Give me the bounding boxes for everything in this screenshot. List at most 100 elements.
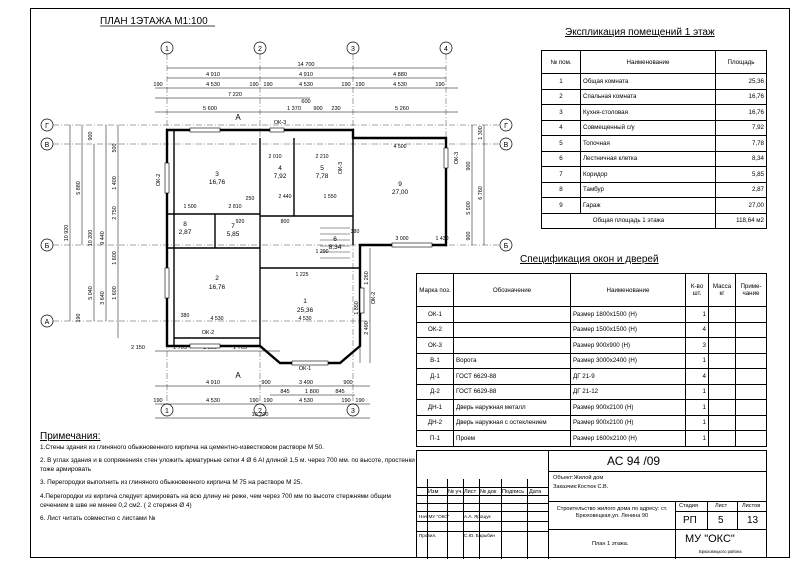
- svg-text:1 500: 1 500: [184, 204, 197, 210]
- svg-text:3 000: 3 000: [396, 236, 409, 242]
- room-1-area: 25,36: [297, 307, 314, 314]
- svg-text:1: 1: [165, 408, 169, 415]
- svg-text:14 700: 14 700: [297, 62, 314, 68]
- note-3: 3. Перегородки выполнить из глиняного об…: [40, 479, 303, 487]
- axis-1-top: 1: [165, 46, 169, 53]
- staircase: [320, 227, 350, 259]
- svg-text:1 370: 1 370: [287, 106, 301, 112]
- room-2-num: 2: [215, 275, 219, 282]
- svg-text:ОК-2: ОК-2: [156, 174, 162, 187]
- svg-text:5 500: 5 500: [466, 201, 472, 215]
- room-4-num: 4: [278, 165, 282, 172]
- svg-text:2 750: 2 750: [112, 206, 118, 220]
- org-name: МУ "ОКС": [685, 533, 735, 545]
- svg-text:1 800: 1 800: [305, 389, 319, 395]
- svg-text:900: 900: [466, 162, 472, 171]
- room-1-num: 1: [303, 298, 307, 305]
- svg-text:4 910: 4 910: [206, 72, 220, 78]
- svg-text:2 150: 2 150: [131, 345, 145, 351]
- svg-text:800: 800: [281, 219, 290, 225]
- svg-text:Г: Г: [45, 123, 49, 130]
- svg-text:4 530: 4 530: [299, 316, 312, 322]
- svg-text:3: 3: [351, 408, 355, 415]
- sheet-frame: [30, 8, 790, 558]
- svg-text:900: 900: [343, 380, 352, 386]
- svg-text:ОК-3: ОК-3: [338, 162, 344, 175]
- svg-text:190: 190: [355, 82, 364, 88]
- svg-text:4 880: 4 880: [393, 72, 407, 78]
- svg-text:10 920: 10 920: [64, 225, 70, 242]
- dimension-lines-bottom: [155, 350, 370, 419]
- svg-text:В: В: [504, 142, 509, 149]
- svg-text:5 600: 5 600: [203, 106, 217, 112]
- svg-text:4 530: 4 530: [211, 316, 224, 322]
- svg-text:5 260: 5 260: [395, 106, 409, 112]
- svg-text:190: 190: [435, 82, 444, 88]
- svg-text:190: 190: [249, 398, 258, 404]
- svg-text:190: 190: [76, 314, 82, 323]
- stamp-code: АС 94 /09: [607, 454, 661, 468]
- notes: Примечания: 1.Стены здания из глиняного …: [40, 431, 420, 529]
- note-2: 2. В углах здания и в сопряжениях стен у…: [40, 457, 415, 473]
- svg-text:А: А: [235, 371, 241, 380]
- floor-plan: ПЛАН 1ЭТАЖА М1:100 1 2 3 4 1 2 3 Г В Б А…: [40, 16, 513, 419]
- dimension-text-top: 14 700 4 910 4 910 4 880 190 4 530 190 1…: [153, 62, 444, 112]
- dimension-text-bottom: 2 150 1 705 1 500 1 705 4 910 900 3 490 …: [131, 345, 365, 418]
- svg-text:ОК-3: ОК-3: [274, 120, 287, 126]
- svg-text:1 600: 1 600: [112, 251, 118, 265]
- axis-3-top: 3: [351, 46, 355, 53]
- room-labels: 3 16,76 2 16,76 1 25,36 4 7,92 5 7,78 6 …: [179, 165, 409, 314]
- svg-text:1 300: 1 300: [478, 126, 484, 140]
- svg-text:2 210: 2 210: [316, 154, 329, 160]
- svg-text:1 705: 1 705: [233, 345, 247, 351]
- table-header: № пом. Наименование Площадь: [541, 50, 767, 74]
- room-6-area: 8,34: [329, 244, 342, 251]
- axis-markers-top: 1 2 3 4: [160, 41, 453, 55]
- svg-text:1 600: 1 600: [112, 286, 118, 300]
- room-8-area: 2,87: [179, 229, 192, 236]
- svg-text:900: 900: [313, 106, 322, 112]
- svg-text:190: 190: [263, 82, 272, 88]
- svg-text:4 530: 4 530: [299, 82, 313, 88]
- room-9-area: 27,00: [392, 189, 409, 196]
- note-1: 1.Стены здания из глиняного обыкновенног…: [40, 443, 324, 451]
- svg-text:2: 2: [258, 408, 262, 415]
- room-5-num: 5: [320, 165, 324, 172]
- svg-text:1 260: 1 260: [364, 271, 370, 285]
- room-2-area: 16,76: [209, 284, 226, 291]
- dimension-text-left: 10 920 5 880 10 200 9 440 3 640 500 1 40…: [64, 132, 118, 323]
- svg-text:2 010: 2 010: [269, 154, 282, 160]
- svg-text:380: 380: [351, 229, 360, 235]
- notes-heading: Примечания:: [40, 431, 101, 442]
- svg-text:190: 190: [341, 82, 350, 88]
- room-7-area: 5,85: [227, 231, 240, 238]
- room-8-num: 8: [183, 221, 187, 228]
- svg-text:9 440: 9 440: [100, 231, 106, 245]
- svg-text:900: 900: [88, 132, 94, 141]
- svg-text:3 490: 3 490: [299, 380, 313, 386]
- svg-text:190: 190: [355, 398, 364, 404]
- svg-text:2 490: 2 490: [364, 321, 370, 335]
- svg-text:ОК-3: ОК-3: [454, 152, 460, 165]
- svg-text:190: 190: [249, 82, 258, 88]
- svg-text:Б: Б: [504, 243, 509, 250]
- svg-text:845: 845: [335, 389, 344, 395]
- svg-text:1 705: 1 705: [173, 345, 187, 351]
- svg-text:920: 920: [236, 219, 245, 225]
- note-4: 4.Перегородки из кирпича следует армиров…: [40, 492, 391, 509]
- room-6-num: 6: [333, 236, 337, 243]
- svg-text:250: 250: [246, 196, 255, 202]
- svg-text:4 530: 4 530: [393, 82, 407, 88]
- dimension-text-right: 1 300 6 760 5 500 900 900 1 260 2 490 1 …: [354, 126, 484, 335]
